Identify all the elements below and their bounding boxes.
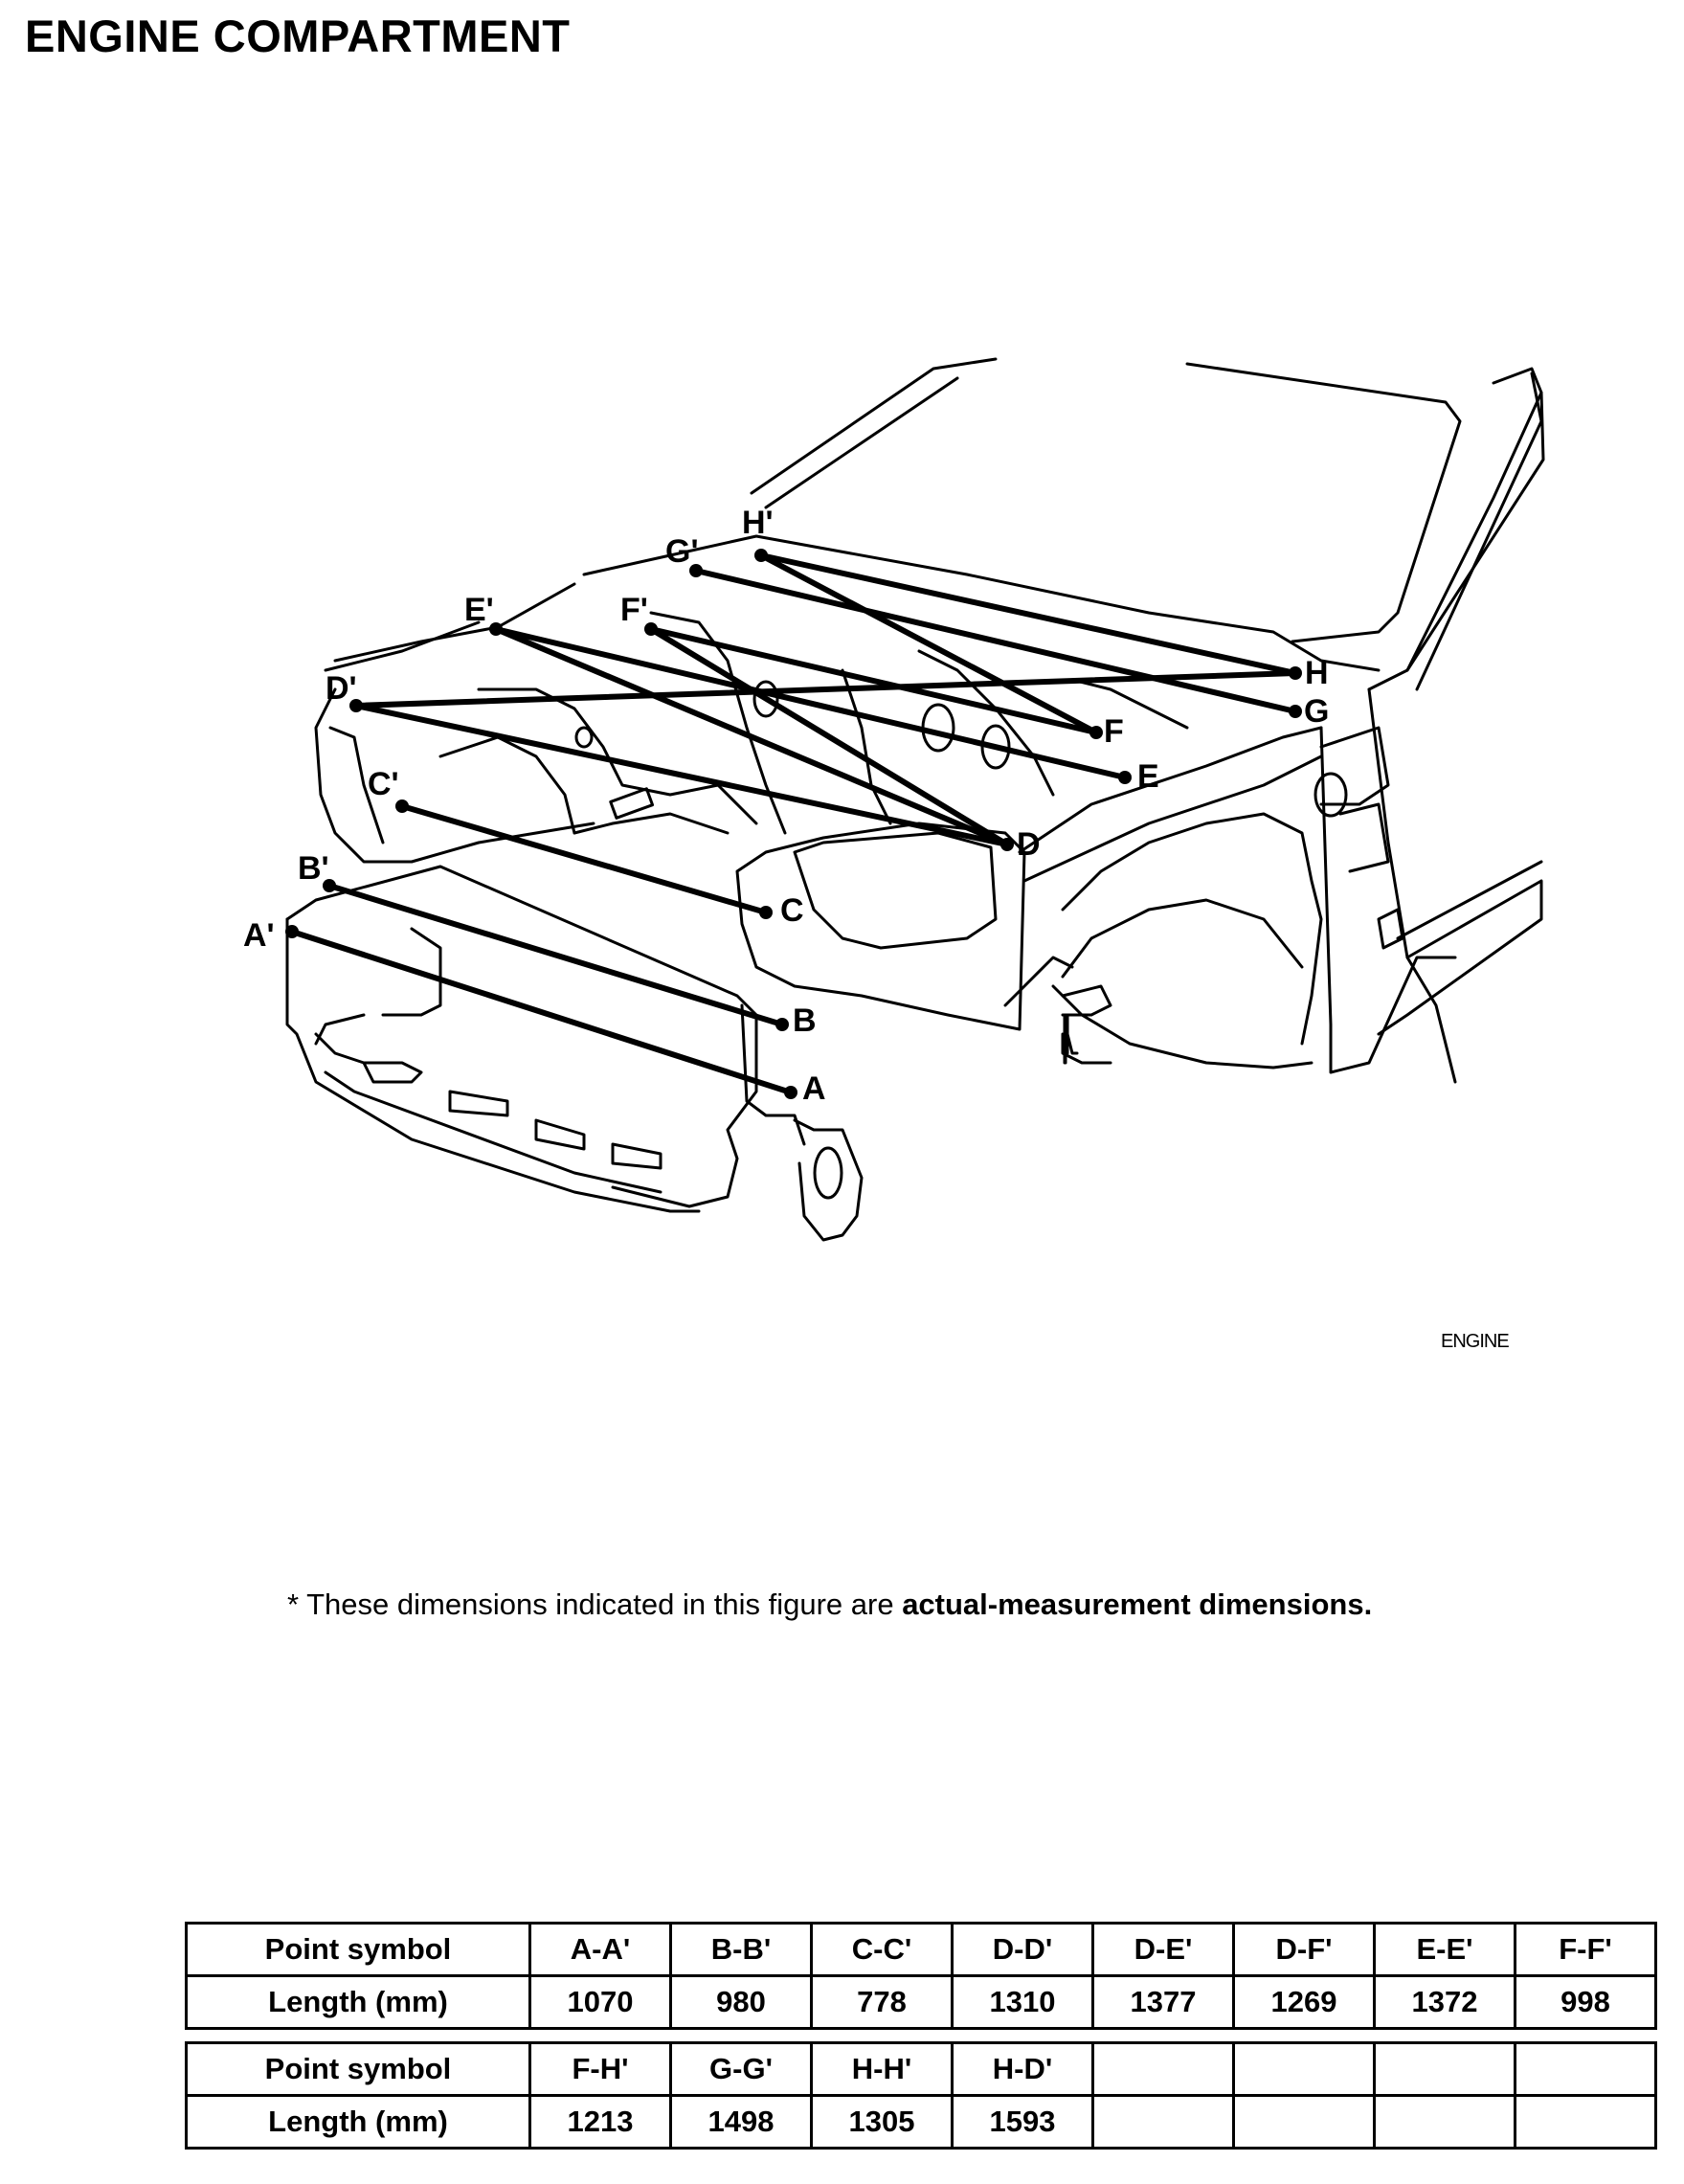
line-h-h: [758, 552, 1298, 676]
dimensions-table-1: Point symbol A-A' B-B' C-C' D-D' D-E' D-…: [185, 1922, 1657, 2030]
line-a-a: [289, 929, 794, 1095]
point-symbol-cell: [1232, 2041, 1376, 2097]
length-cell: [1091, 2094, 1235, 2150]
dimensions-table-2: Point symbol F-H' G-G' H-H' H-D' Length …: [185, 2041, 1657, 2150]
line-g-g: [693, 568, 1298, 714]
label-e: E: [1137, 758, 1159, 795]
length-cell: [1514, 2094, 1657, 2150]
vehicle-body-outline: [285, 357, 1545, 1242]
point-symbol-cell: H-D': [951, 2041, 1094, 2097]
label-h-prime: H': [742, 505, 774, 541]
row-label: Length (mm): [185, 2094, 531, 2150]
label-c: C: [780, 892, 804, 929]
point-symbol-cell: [1514, 2041, 1657, 2097]
row-label: Point symbol: [185, 1922, 531, 1977]
line-h-d: [353, 670, 1298, 709]
point-symbol-cell: F-H': [528, 2041, 672, 2097]
length-cell: 1310: [951, 1974, 1094, 2030]
point-symbol-cell: H-H': [810, 2041, 954, 2097]
point-symbol-cell: D-F': [1232, 1922, 1376, 1977]
length-cell: 1305: [810, 2094, 954, 2150]
table-row: Point symbol A-A' B-B' C-C' D-D' D-E' D-…: [185, 1922, 1657, 1977]
table-row: Length (mm) 1070 980 778 1310 1377 1269 …: [185, 1974, 1657, 2030]
note-text: * These dimensions indicated in this fig…: [287, 1587, 903, 1621]
point-symbol-cell: D-D': [951, 1922, 1094, 1977]
length-cell: [1232, 2094, 1376, 2150]
length-cell: 1498: [669, 2094, 813, 2150]
label-b: B: [793, 1002, 817, 1039]
page-title: ENGINE COMPARTMENT: [25, 11, 571, 61]
label-b-prime: B': [298, 850, 329, 887]
length-cell: 1593: [951, 2094, 1094, 2150]
length-cell: 1377: [1091, 1974, 1235, 2030]
label-c-prime: C': [368, 766, 399, 802]
point-symbol-cell: E-E': [1373, 1922, 1516, 1977]
row-label: Point symbol: [185, 2041, 531, 2097]
label-d-prime: D': [326, 670, 357, 707]
figure-tag: ENGINE: [1441, 1331, 1510, 1352]
length-cell: [1373, 2094, 1516, 2150]
table-row: Length (mm) 1213 1498 1305 1593: [185, 2094, 1657, 2150]
length-cell: 778: [810, 1974, 954, 2030]
line-b-b: [326, 883, 785, 1027]
length-cell: 1213: [528, 2094, 672, 2150]
point-symbol-cell: G-G': [669, 2041, 813, 2097]
dimensions-note: * These dimensions indicated in this fig…: [287, 1587, 1372, 1622]
line-f-f: [648, 626, 1099, 735]
label-a-prime: A': [243, 917, 275, 954]
point-symbol-cell: C-C': [810, 1922, 954, 1977]
point-symbol-cell: B-B': [669, 1922, 813, 1977]
line-d-e: [493, 626, 1010, 847]
length-cell: 998: [1514, 1974, 1657, 2030]
label-e-prime: E': [464, 592, 494, 628]
length-cell: 1070: [528, 1974, 672, 2030]
length-cell: 1269: [1232, 1974, 1376, 2030]
label-f: F: [1104, 713, 1124, 750]
note-emphasis: actual-measurement dimensions.: [902, 1587, 1373, 1621]
label-g: G: [1304, 693, 1329, 730]
length-cell: 980: [669, 1974, 813, 2030]
point-symbol-cell: [1373, 2041, 1516, 2097]
line-c-c: [399, 803, 769, 915]
point-symbol-cell: F-F': [1514, 1922, 1657, 1977]
label-h: H: [1305, 655, 1329, 691]
label-g-prime: G': [665, 533, 699, 570]
row-label: Length (mm): [185, 1974, 531, 2030]
point-symbol-cell: [1091, 2041, 1235, 2097]
point-symbol-cell: D-E': [1091, 1922, 1235, 1977]
table-row: Point symbol F-H' G-G' H-H' H-D': [185, 2041, 1657, 2097]
label-d: D: [1017, 826, 1041, 863]
line-e-e: [493, 626, 1128, 780]
measurement-points: [285, 549, 1302, 1099]
label-a: A: [802, 1070, 826, 1107]
length-cell: 1372: [1373, 1974, 1516, 2030]
line-d-d: [353, 703, 1010, 847]
measurement-lines: [289, 552, 1298, 1095]
line-d-f: [648, 626, 1010, 847]
line-f-h: [758, 552, 1099, 735]
label-f-prime: F': [620, 592, 648, 628]
point-symbol-cell: A-A': [528, 1922, 672, 1977]
